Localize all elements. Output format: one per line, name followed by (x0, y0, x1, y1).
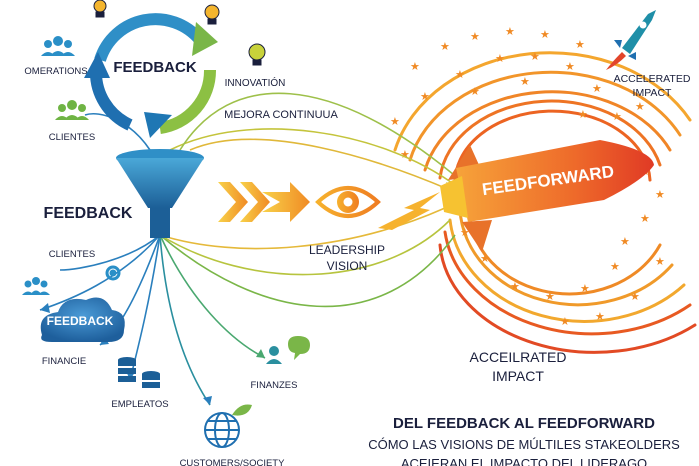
svg-text:★: ★ (400, 148, 410, 161)
svg-text:★: ★ (565, 60, 575, 73)
svg-text:★: ★ (460, 226, 470, 239)
title-line-3: ACEIERAN EL IMPACTO DEL LIDERAGO (401, 456, 647, 466)
svg-text:★: ★ (520, 75, 530, 88)
eye-icon (315, 186, 381, 218)
leadership-label: LEADERSHIP (309, 243, 385, 257)
svg-text:★: ★ (540, 28, 550, 41)
mejora-label: MEJORA CONTINUUA (224, 109, 338, 121)
svg-text:★: ★ (505, 25, 515, 38)
cloud-icon: FEEDBACK (40, 297, 125, 342)
lightbulb-icon (204, 4, 220, 25)
accel-bottom-label-2: IMPACT (492, 368, 544, 384)
feedback-cycle: FEEDBACK (84, 13, 218, 138)
svg-text:★: ★ (610, 260, 620, 273)
clientes-left-label: CLIENTES (49, 249, 95, 260)
svg-text:★: ★ (495, 52, 505, 65)
vision-label: VISION (327, 259, 368, 273)
svg-text:★: ★ (410, 60, 420, 73)
svg-text:★: ★ (655, 188, 665, 201)
forward-arrow-icon (218, 182, 310, 222)
cycle-label: FEEDBACK (113, 59, 197, 76)
small-rocket-icon (606, 10, 656, 70)
svg-text:★: ★ (592, 82, 602, 95)
title-line-2: CÓMO LAS VISIONS DE MÚLTILES STAKEOLDERS (368, 437, 680, 452)
svg-text:★: ★ (630, 290, 640, 303)
accel-top-label: ACCELERATED (614, 73, 691, 85)
svg-text:★: ★ (390, 115, 400, 128)
lightbulb-icon (93, 0, 107, 18)
svg-text:★: ★ (470, 85, 480, 98)
star-decorations: ★★★ ★★★ ★★★ ★★★ ★★★ ★★★ ★★★ ★★★ ★★★ ★★★ … (390, 25, 665, 328)
chat-icon (266, 336, 310, 364)
svg-text:★: ★ (635, 100, 645, 113)
svg-text:★: ★ (655, 255, 665, 268)
svg-text:★: ★ (440, 40, 450, 53)
financie-label: FINANCIE (42, 356, 86, 367)
accel-bottom-label: ACCEILRATED (470, 349, 567, 365)
gear-icon (105, 265, 121, 281)
database-icon (118, 357, 160, 388)
people-icon (55, 100, 89, 120)
svg-text:★: ★ (575, 38, 585, 51)
globe-icon (204, 412, 240, 448)
empleados-label: EMPLEATOS (111, 399, 168, 410)
svg-text:★: ★ (640, 212, 650, 225)
flow-lines (39, 92, 461, 406)
rocket-icon: FEEDFORWARD (440, 140, 654, 252)
people-icon (22, 277, 50, 295)
svg-text:★: ★ (580, 282, 590, 295)
svg-text:★: ★ (612, 110, 622, 123)
title-line-1: DEL FEEDBACK AL FEEDFORWARD (393, 415, 655, 432)
cloud-label: FEEDBACK (47, 314, 114, 328)
leaf-icon (232, 404, 252, 416)
clientes-top-label: CLIENTES (49, 132, 95, 143)
funnel-icon (116, 149, 204, 238)
finanzes-label: FINANZES (251, 380, 298, 391)
svg-text:★: ★ (560, 315, 570, 328)
svg-text:★: ★ (620, 235, 630, 248)
svg-text:★: ★ (470, 30, 480, 43)
svg-text:★: ★ (530, 50, 540, 63)
customers-label: CUSTOMERS/SOCIETY (180, 458, 286, 466)
funnel-label: FEEDBACK (44, 205, 133, 222)
svg-text:★: ★ (480, 252, 490, 265)
svg-text:★: ★ (420, 90, 430, 103)
accel-top-label-2: IMPACT (633, 87, 672, 99)
svg-text:★: ★ (595, 310, 605, 323)
lightning-icon (378, 192, 440, 230)
svg-text:★: ★ (578, 108, 588, 121)
svg-text:★: ★ (510, 280, 520, 293)
innovation-label: INNOVATIÓN (225, 76, 286, 89)
people-icon (41, 36, 75, 56)
operations-label: OMERATIONS (24, 66, 87, 77)
lightbulb-icon (248, 43, 266, 66)
svg-text:★: ★ (455, 68, 465, 81)
svg-text:★: ★ (545, 290, 555, 303)
